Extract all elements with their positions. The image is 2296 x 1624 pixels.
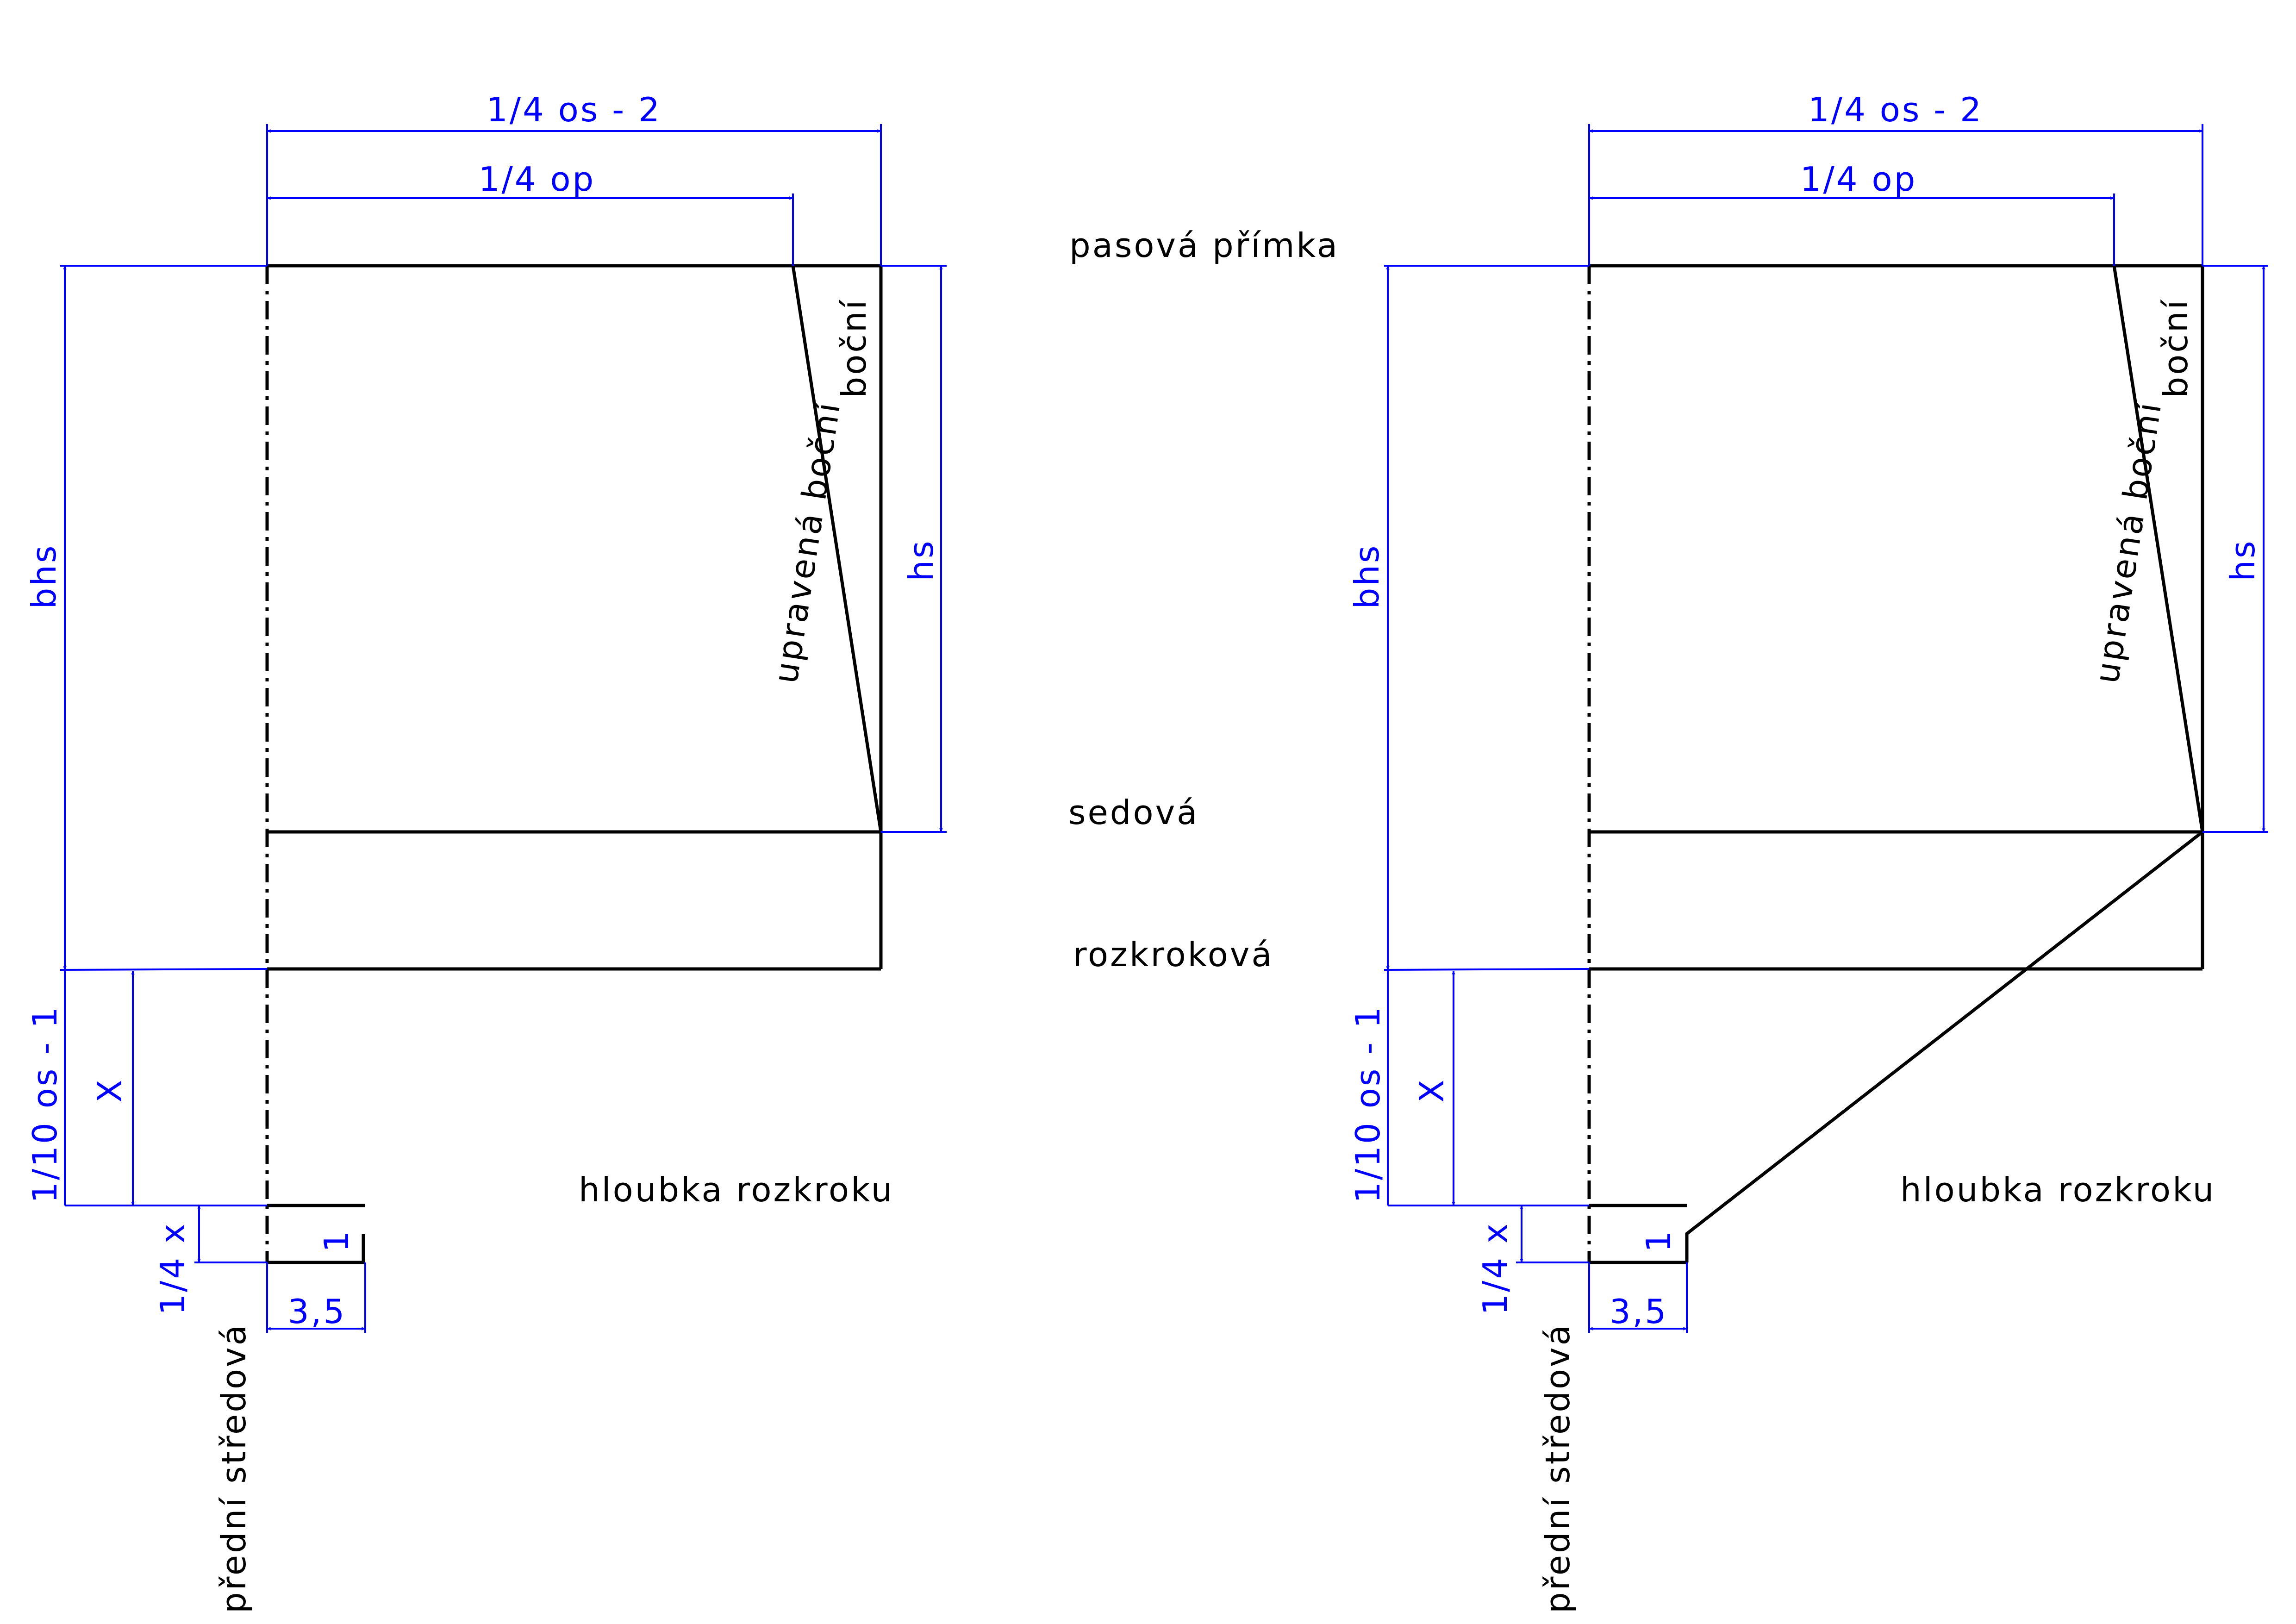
right-ext-bhs-bottom <box>1384 968 1590 971</box>
left-label-x: X <box>90 1078 129 1102</box>
right-label-quarter-x: 1/4 x <box>1476 1222 1515 1315</box>
right-label-bhs: bhs <box>1348 544 1386 609</box>
left-label-quarter-x: 1/4 x <box>153 1222 192 1315</box>
right-label-one: 1 <box>1639 1229 1678 1252</box>
left-label-bhs: bhs <box>25 544 63 609</box>
right-label-ext: 3,5 <box>1610 1292 1668 1331</box>
left-label-side: boční <box>835 299 873 398</box>
label-crotch: rozkroková <box>1073 935 1274 974</box>
right-adjusted-side-line <box>2112 265 2204 832</box>
left-label-ext: 3,5 <box>288 1292 347 1331</box>
right-crotch-curve-guide <box>1685 831 2204 1262</box>
right-label-x: X <box>1412 1078 1451 1102</box>
right-label-hs: hs <box>2223 539 2262 581</box>
left-label-crotch-depth: hloubka rozkroku <box>579 1170 894 1209</box>
right-label-quarter-waist: 1/4 op <box>1800 160 1917 199</box>
right-label-crotch-depth: hloubka rozkroku <box>1900 1170 2215 1209</box>
right-label-quarter-seat: 1/4 os - 2 <box>1808 90 1983 129</box>
left-label-center-front: přední středová <box>214 1323 253 1613</box>
label-seat: sedová <box>1068 793 1199 832</box>
right-draft: 1/4 os - 2 1/4 op bhs hs 1/10 os - 1 X 1… <box>1348 90 2268 1613</box>
right-label-side: boční <box>2156 299 2195 398</box>
left-draft: 1/4 os - 2 1/4 op bhs hs 1/10 os - 1 X 1… <box>25 90 947 1613</box>
left-label-quarter-waist: 1/4 op <box>479 160 596 199</box>
right-label-center-front: přední středová <box>1538 1323 1577 1613</box>
left-label-tenth-seat: 1/10 os - 1 <box>25 1005 64 1203</box>
left-adjusted-side-line <box>791 265 883 832</box>
left-label-quarter-seat: 1/4 os - 2 <box>487 90 661 129</box>
left-label-hs: hs <box>902 539 941 581</box>
left-ext-bhs-bottom <box>60 968 268 971</box>
left-label-one: 1 <box>317 1229 356 1252</box>
label-waistline: pasová přímka <box>1069 226 1339 265</box>
right-label-tenth-seat: 1/10 os - 1 <box>1348 1005 1387 1203</box>
